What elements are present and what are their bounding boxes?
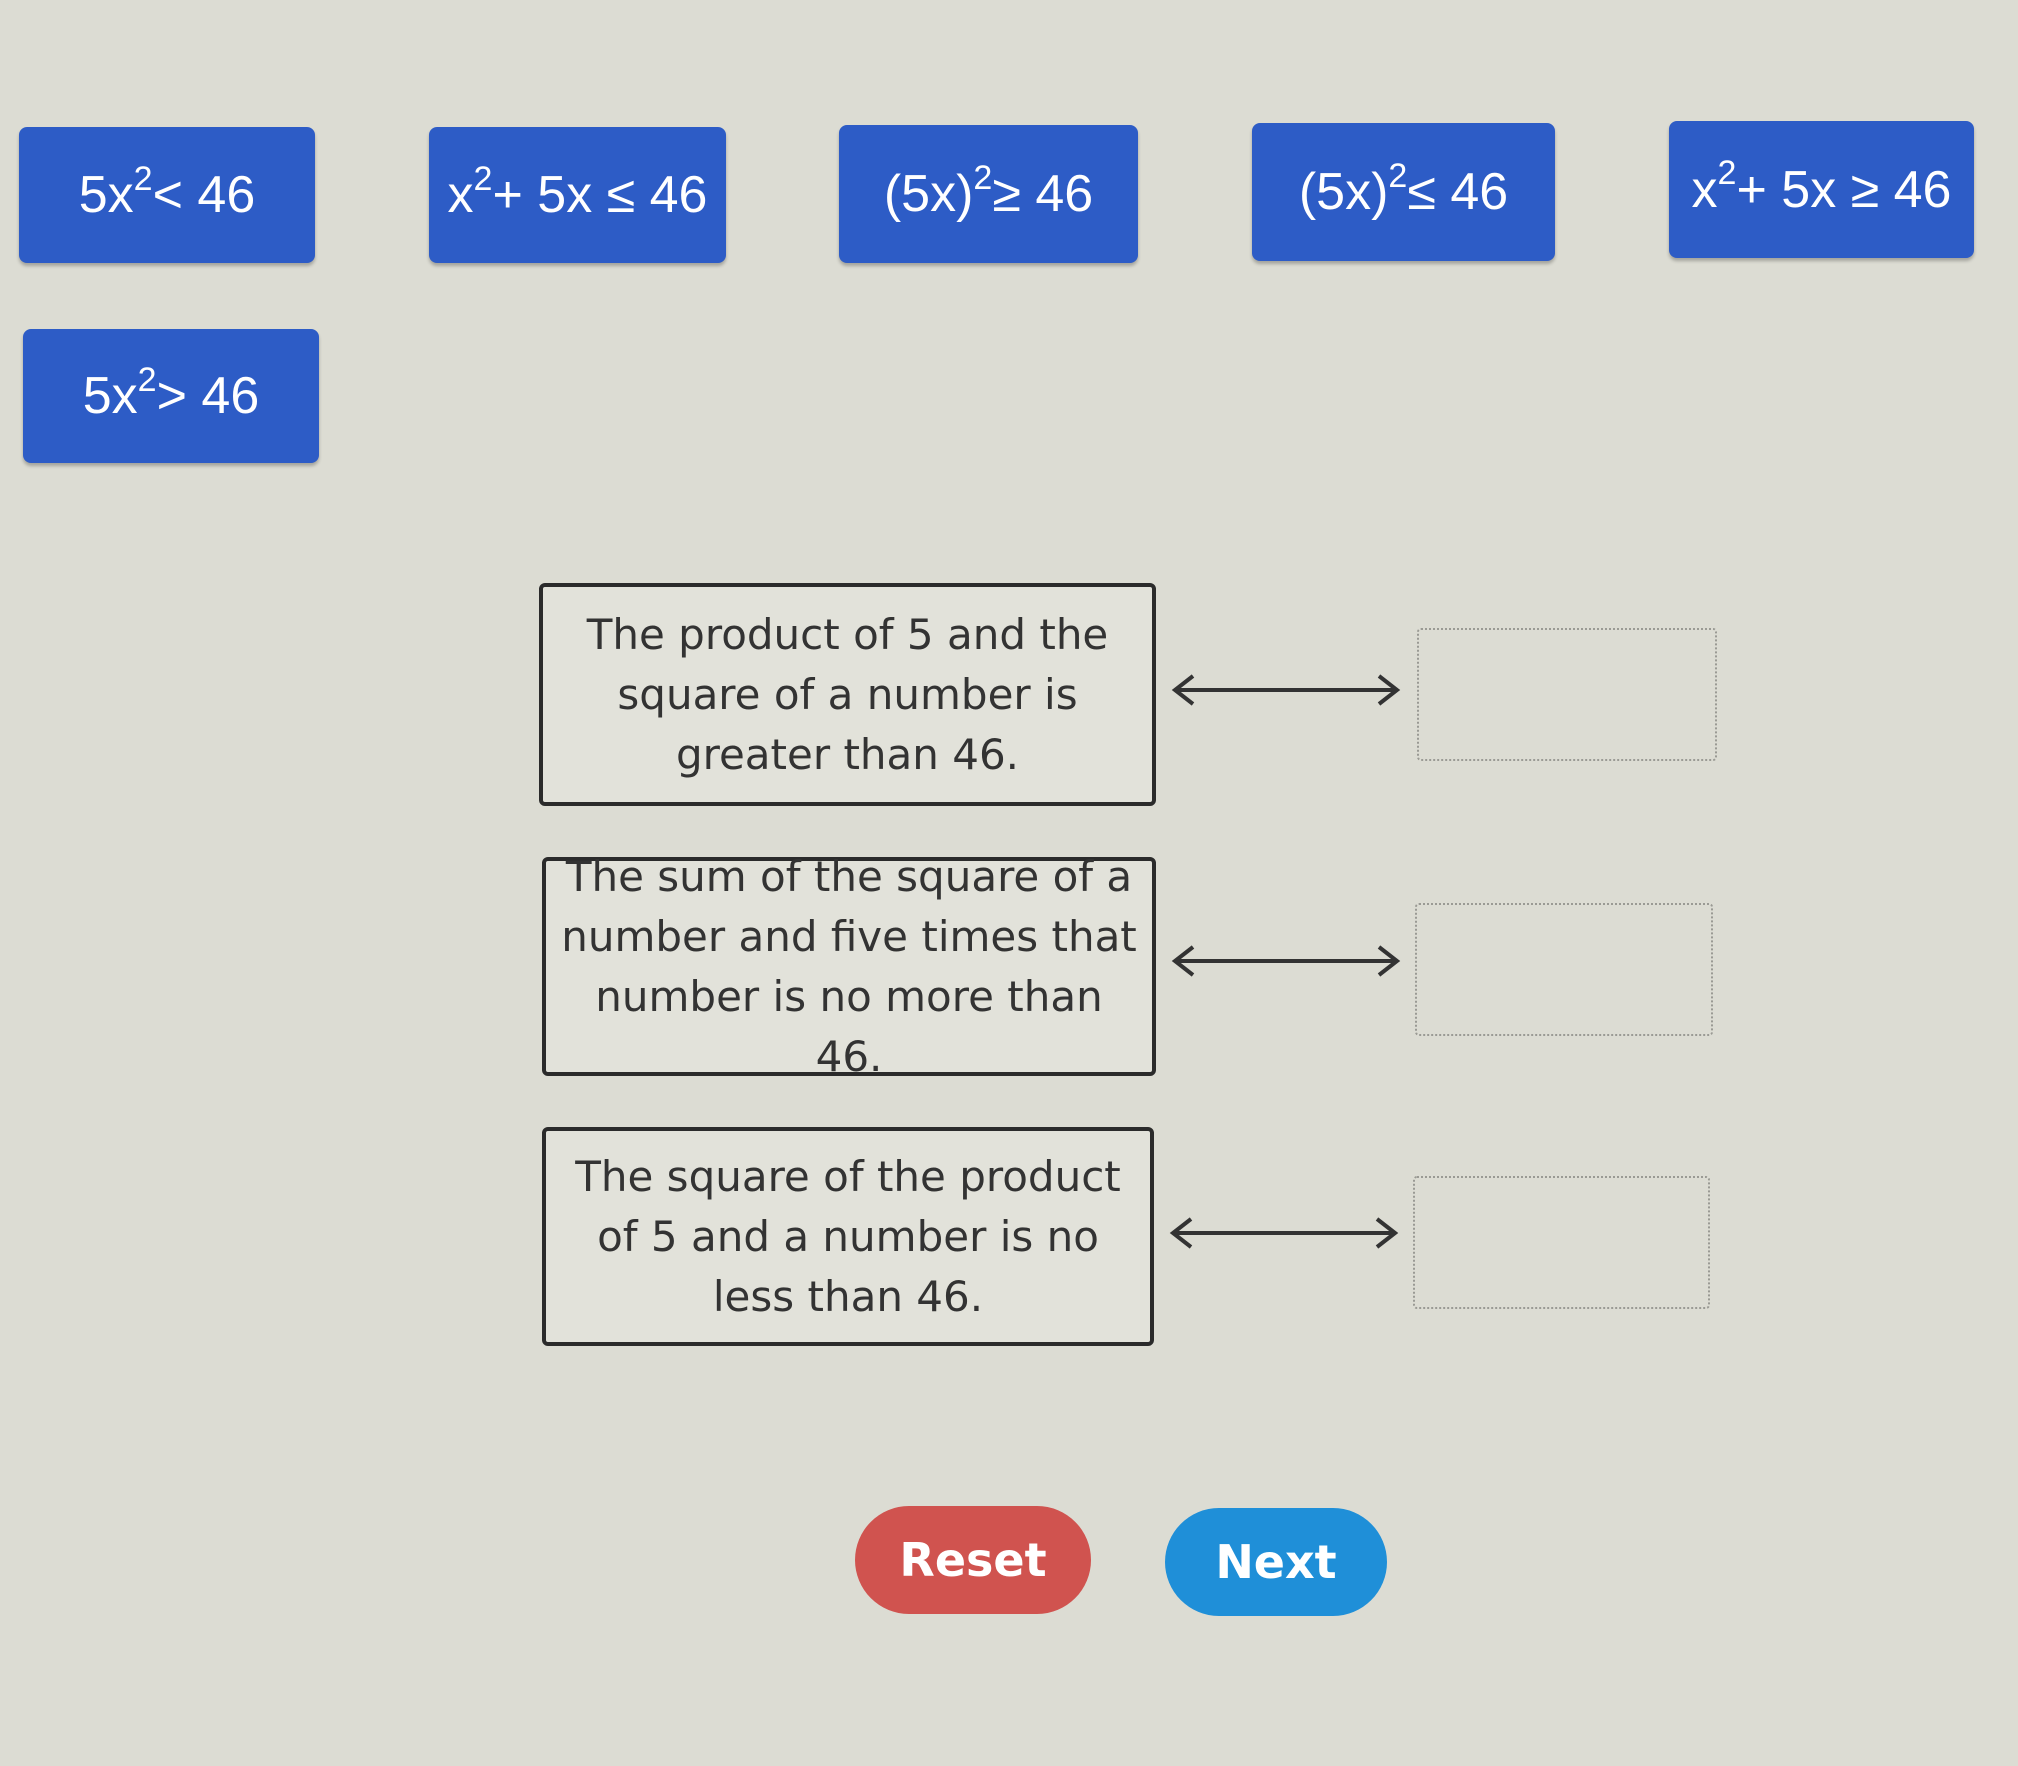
drop-target[interactable] <box>1415 903 1713 1036</box>
tile-exponent: 2 <box>1717 154 1737 192</box>
drop-target[interactable] <box>1417 628 1717 761</box>
tile-rest: < 46 <box>152 166 256 224</box>
double-arrow-icon <box>1171 674 1401 706</box>
tile-rest: ≥ 46 <box>992 165 1094 223</box>
description-text: The product of 5 and the square of a num… <box>586 609 1109 779</box>
description-box: The sum of the square of a number and fi… <box>542 852 1156 1081</box>
tile-exponent: 2 <box>473 159 493 198</box>
tile-rest: > 46 <box>156 367 260 425</box>
double-arrow-icon <box>1169 1217 1399 1249</box>
description-box: The product of 5 and the square of a num… <box>539 583 1156 806</box>
description-text: The sum of the square of a number and fi… <box>561 851 1137 1081</box>
tile-answer[interactable]: (5x)2 ≤ 46 <box>1252 123 1555 261</box>
description-box: The square of the product of 5 and a num… <box>542 1127 1154 1346</box>
tile-exponent: 2 <box>1388 156 1408 195</box>
tile-exponent: 2 <box>973 158 993 197</box>
tile-base: 5x <box>82 367 138 425</box>
reset-button[interactable]: Reset <box>855 1506 1091 1614</box>
next-button[interactable]: Next <box>1165 1508 1387 1616</box>
double-arrow-icon <box>1171 945 1401 977</box>
tile-base: (5x) <box>1298 163 1389 221</box>
description-text: The square of the product of 5 and a num… <box>575 1151 1121 1321</box>
tile-exponent: 2 <box>133 159 153 198</box>
tile-exponent: 2 <box>137 360 157 399</box>
tile-base: x <box>447 166 474 224</box>
tile-base: 5x <box>78 166 134 224</box>
tile-base: (5x) <box>883 165 974 223</box>
tile-base: x <box>1691 160 1718 219</box>
tile-rest: ≤ 46 <box>1407 163 1509 221</box>
tile-rest: + 5x ≥ 46 <box>1736 160 1952 219</box>
drop-target[interactable] <box>1413 1176 1710 1309</box>
tile-rest: + 5x ≤ 46 <box>492 166 708 224</box>
tile-answer[interactable]: (5x)2 ≥ 46 <box>839 125 1138 263</box>
